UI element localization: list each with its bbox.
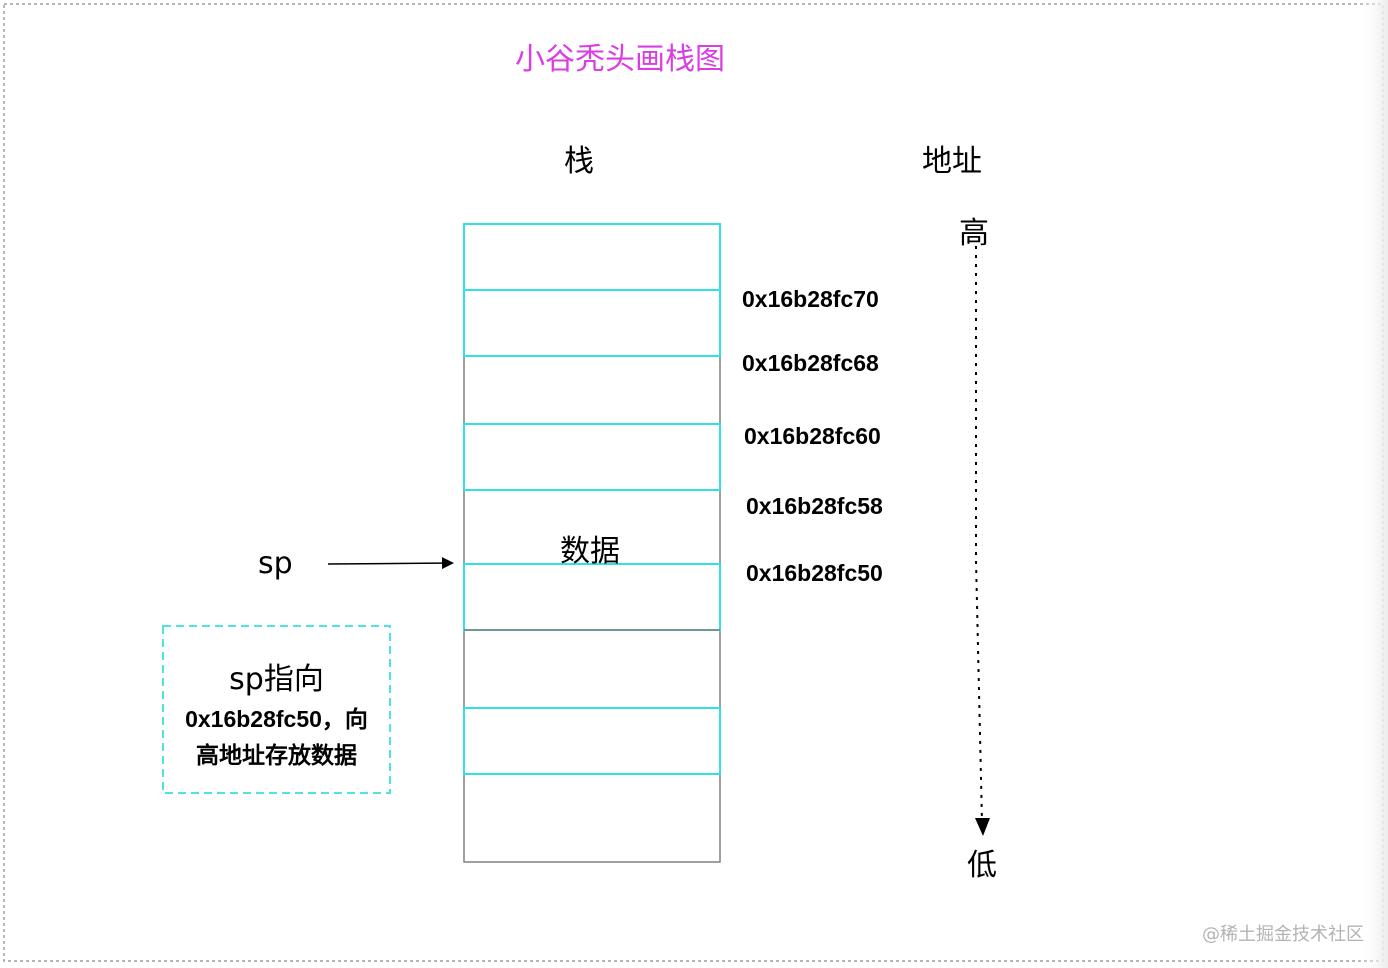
- watermark: @稀土掘金技术社区: [1202, 924, 1364, 945]
- address-label-4: 0x16b28fc58: [746, 493, 883, 519]
- note-line-1: 0x16b28fc50，向: [185, 706, 368, 732]
- stack-cell-4: [463, 423, 721, 491]
- address-label-2: 0x16b28fc68: [742, 350, 879, 376]
- high-label: 高: [959, 216, 989, 251]
- page-edge-shadow: [1358, 0, 1388, 968]
- sp-label: sp: [258, 546, 293, 581]
- low-label: 低: [967, 848, 997, 883]
- high-to-low-arrow: [975, 246, 983, 823]
- address-label-3: 0x16b28fc60: [744, 423, 881, 449]
- address-label-5: 0x16b28fc50: [746, 560, 883, 586]
- stack-header: 栈: [564, 144, 594, 179]
- address-header: 地址: [922, 144, 982, 179]
- stack-cell-2: [463, 289, 721, 357]
- high-to-low-arrowhead: [975, 818, 990, 836]
- data-label: 数据: [560, 534, 620, 569]
- diagram-title: 小谷秃头画栈图: [515, 42, 725, 77]
- sp-note: sp指向 0x16b28fc50，向 高地址存放数据: [163, 626, 390, 793]
- address-label-1: 0x16b28fc70: [742, 286, 879, 312]
- stack-body: [463, 223, 721, 863]
- note-line-2: 高地址存放数据: [196, 742, 357, 768]
- sp-arrow: [327, 557, 454, 570]
- stack-cell-8: [463, 707, 721, 775]
- page-border: [3, 3, 1384, 962]
- note-box-border: [162, 625, 391, 794]
- note-title: sp指向: [229, 662, 324, 697]
